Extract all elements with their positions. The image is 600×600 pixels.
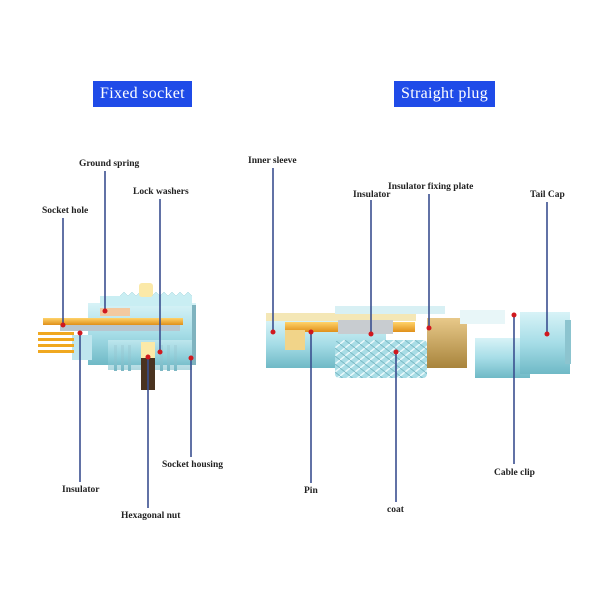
label-ground-spring: Ground spring [79, 159, 140, 169]
label-coat: coat [387, 505, 404, 515]
label-hexagonal-nut: Hexagonal nut [121, 511, 181, 521]
label-tail-cap: Tail Cap [530, 190, 565, 200]
label-socket-insulator: Insulator [62, 485, 100, 495]
label-pin: Pin [304, 486, 318, 496]
label-lock-washers: Lock washers [133, 187, 189, 197]
fixed-socket-title: Fixed socket [93, 81, 192, 107]
label-socket-housing: Socket housing [162, 460, 223, 470]
label-cable-clip: Cable clip [494, 468, 535, 478]
label-markers [60, 308, 550, 361]
straight-plug-drawing [266, 306, 571, 378]
fixed-socket-drawing [38, 283, 196, 390]
leader-lines [62, 168, 548, 508]
label-socket-hole: Socket hole [42, 206, 89, 216]
label-plug-insulator: Insulator [353, 190, 391, 200]
label-inner-sleeve: Inner sleeve [248, 156, 297, 166]
straight-plug-title: Straight plug [394, 81, 496, 107]
label-insulator-fixing-plate: Insulator fixing plate [388, 182, 474, 192]
